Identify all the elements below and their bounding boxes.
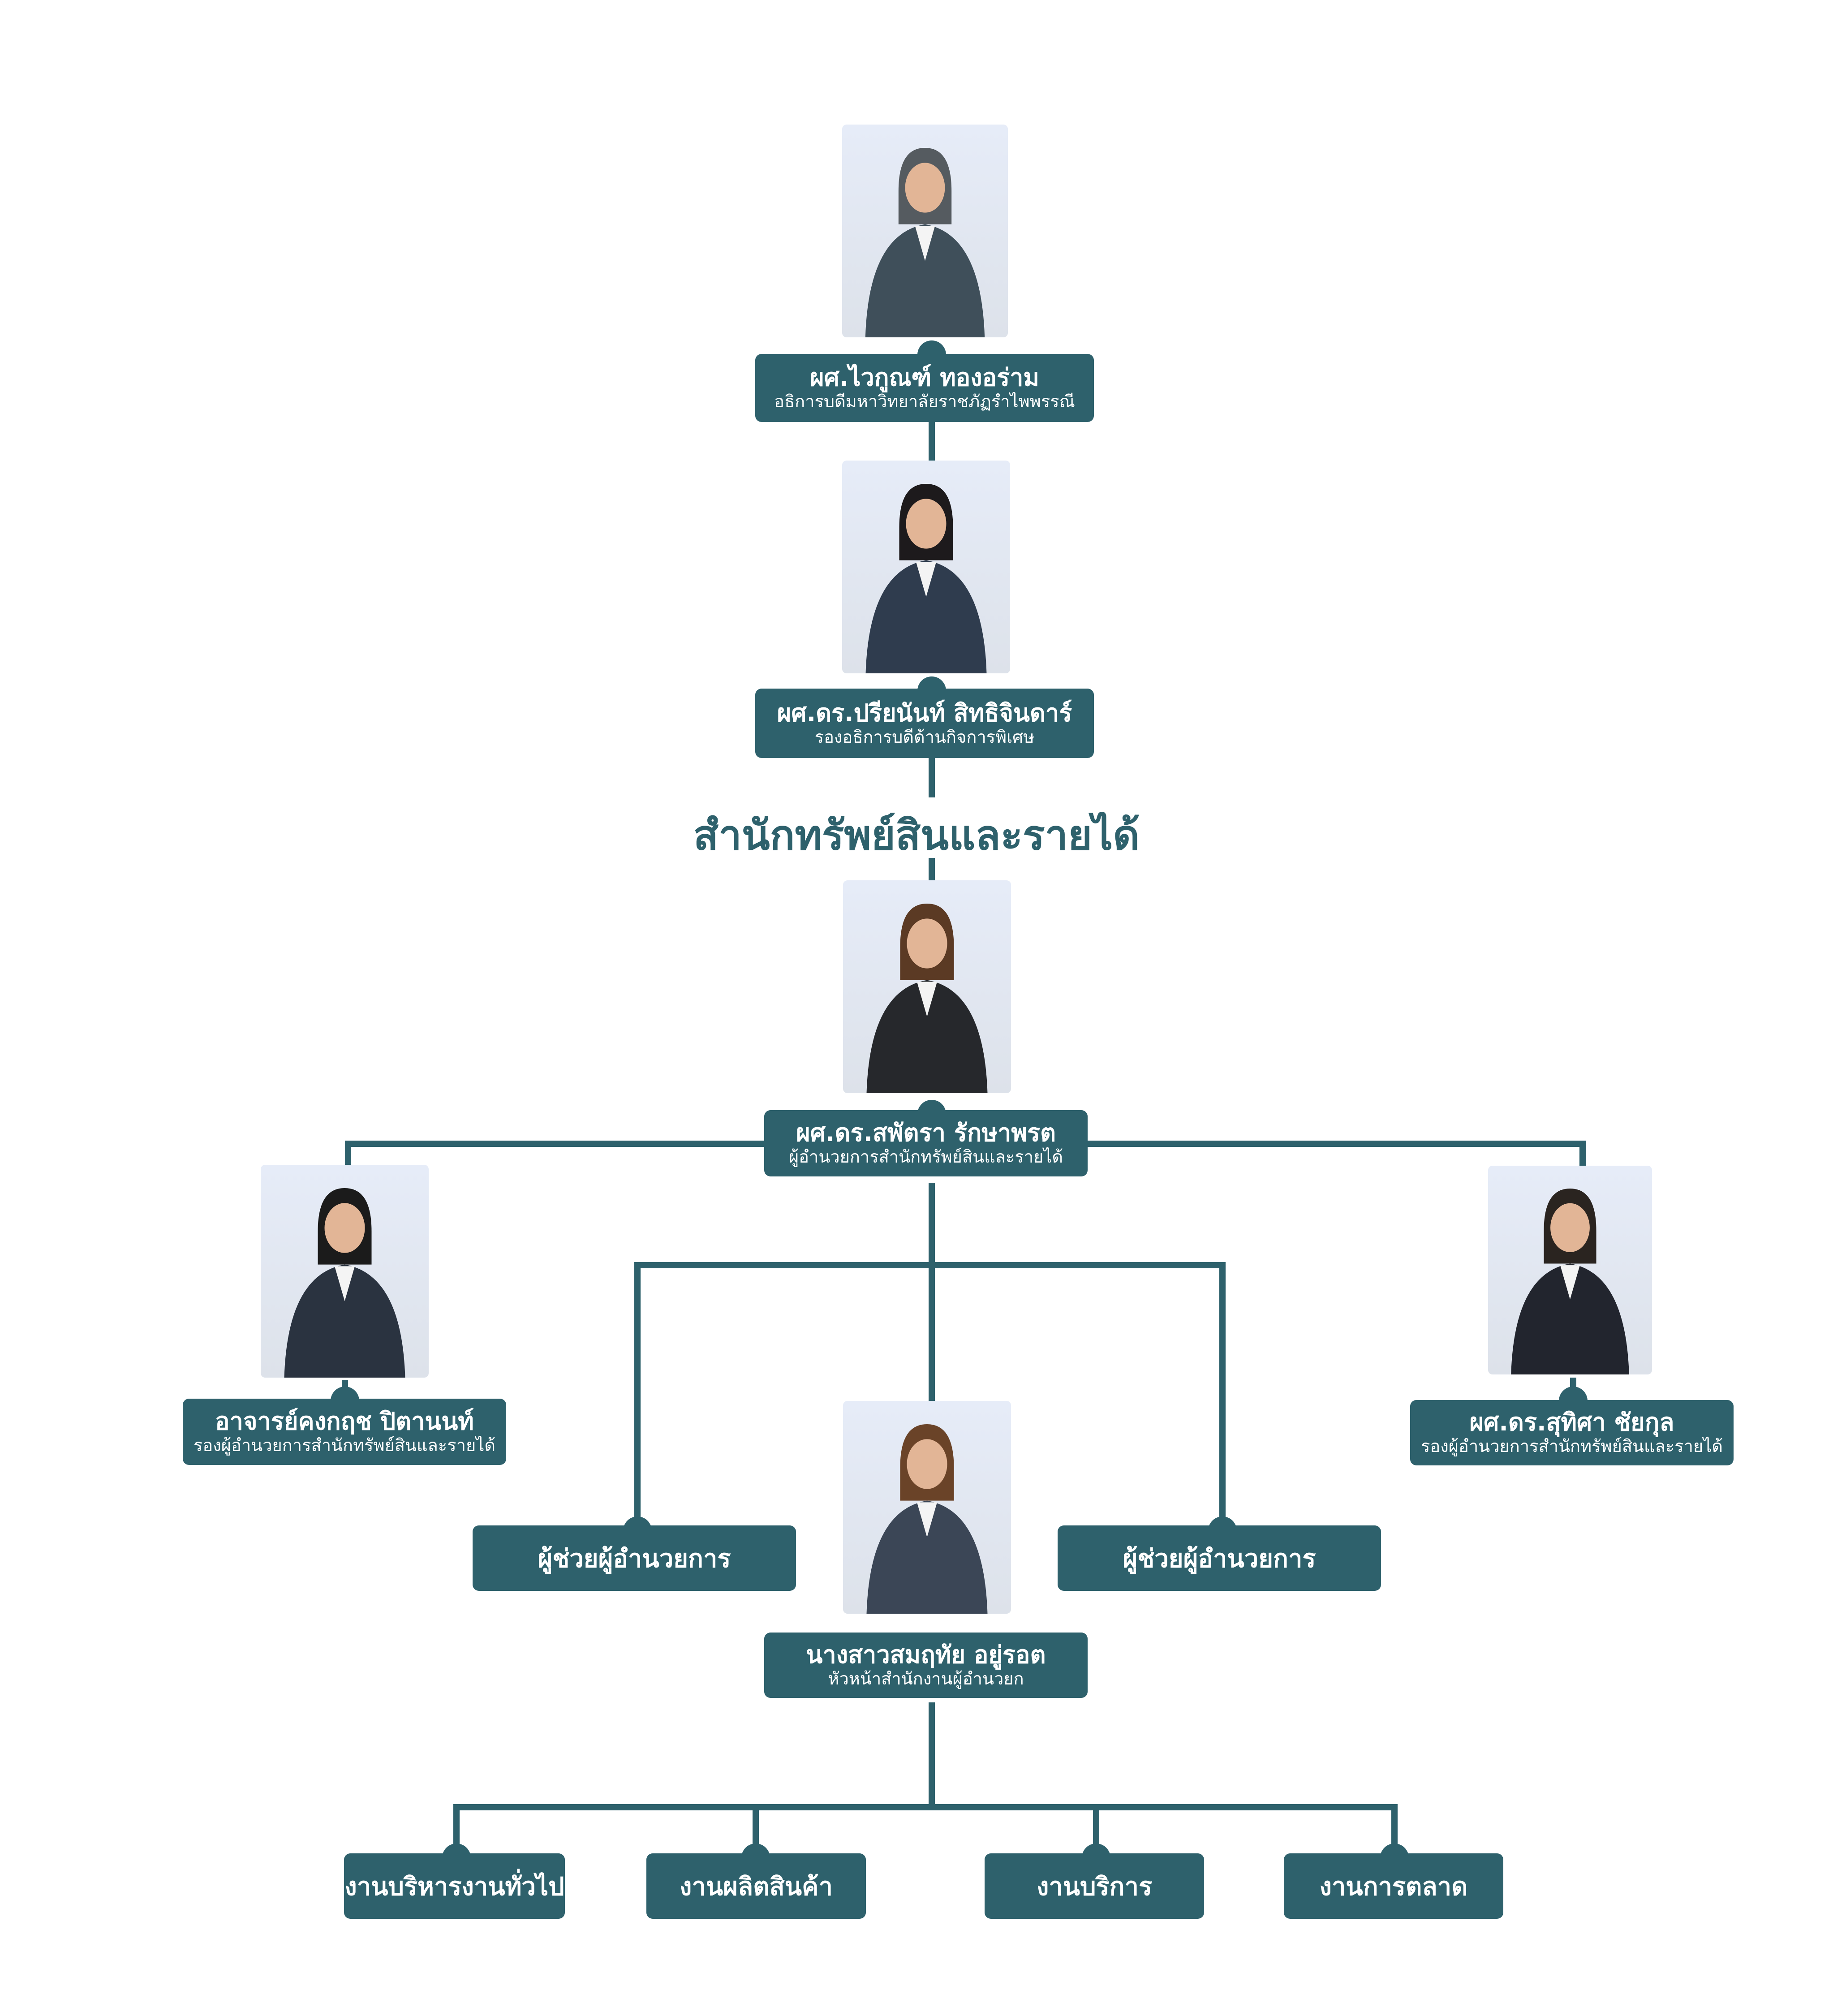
director-role: ผู้อำนวยการสำนักทรัพย์สินและรายได้ bbox=[788, 1147, 1063, 1167]
portrait-suit bbox=[866, 980, 988, 1093]
connector-director-down bbox=[929, 1183, 935, 1404]
portrait-face bbox=[906, 499, 947, 549]
photo-vice-president bbox=[842, 461, 1010, 673]
portrait-suit bbox=[1511, 1263, 1629, 1374]
deputy-left-role: รองผู้อำนวยการสำนักทรัพย์สินและรายได้ bbox=[194, 1435, 495, 1456]
node-president: ผศ.ไวกูณฑ์ ทองอร่าม อธิการบดีมหาวิทยาลัย… bbox=[755, 354, 1094, 422]
deputy-right-role: รองผู้อำนวยการสำนักทรัพย์สินและรายได้ bbox=[1421, 1436, 1723, 1456]
connector-to-unit-2 bbox=[753, 1804, 759, 1849]
assistant-left-label: ผู้ช่วยผู้อำนวยการ bbox=[538, 1544, 731, 1573]
connector-to-unit-3 bbox=[1093, 1804, 1099, 1849]
unit-service: งานบริการ bbox=[985, 1853, 1204, 1919]
unit-label: งานผลิตสินค้า bbox=[680, 1872, 833, 1901]
connector-vp-to-title bbox=[929, 757, 935, 797]
portrait-face bbox=[1550, 1203, 1590, 1252]
photo-director bbox=[843, 880, 1011, 1093]
unit-label: งานการตลาด bbox=[1319, 1872, 1468, 1901]
department-title: สำนักทรัพย์สินและรายได้ bbox=[693, 811, 1140, 859]
connector-to-deputy-left bbox=[345, 1141, 351, 1172]
portrait-face bbox=[905, 163, 945, 213]
unit-general-admin: งานบริหารงานทั่วไป bbox=[344, 1853, 565, 1919]
portrait-shirt bbox=[917, 1502, 937, 1538]
connector-to-unit-4 bbox=[1391, 1804, 1398, 1849]
photo-president bbox=[842, 125, 1008, 337]
portrait-suit bbox=[284, 1264, 405, 1378]
portrait-face bbox=[907, 1439, 947, 1489]
portrait-shirt bbox=[917, 982, 937, 1017]
node-deputy-left: อาจารย์คงกฤช ปิตานนท์ รองผู้อำนวยการสำนั… bbox=[183, 1399, 506, 1465]
connector-assistants-horizontal bbox=[634, 1262, 1226, 1268]
node-assistant-left: ผู้ช่วยผู้อำนวยการ bbox=[473, 1525, 796, 1591]
deputy-left-name: อาจารย์คงกฤช ปิตานนท์ bbox=[215, 1407, 474, 1436]
portrait-shirt bbox=[916, 562, 936, 597]
assistant-right-label: ผู้ช่วยผู้อำนวยการ bbox=[1123, 1544, 1316, 1573]
connector-to-assistant-right bbox=[1219, 1262, 1226, 1531]
node-vice-president: ผศ.ดร.ปรียนันท์ สิทธิจินดาร์ รองอธิการบด… bbox=[755, 689, 1094, 758]
connector-to-unit-1 bbox=[453, 1804, 460, 1849]
photo-deputy-left bbox=[261, 1165, 429, 1378]
connector-to-assistant-left bbox=[634, 1262, 641, 1531]
portrait-suit bbox=[865, 224, 985, 337]
president-role: อธิการบดีมหาวิทยาลัยราชภัฏรำไพพรรณี bbox=[774, 392, 1075, 412]
node-deputy-right: ผศ.ดร.สุทิศา ชัยกุล รองผู้อำนวยการสำนักท… bbox=[1410, 1400, 1734, 1465]
connector-office-head-down bbox=[929, 1702, 935, 1810]
unit-label: งานบริการ bbox=[1036, 1872, 1153, 1901]
president-name: ผศ.ไวกูณฑ์ ทองอร่าม bbox=[809, 363, 1040, 392]
portrait-suit bbox=[866, 1500, 988, 1614]
office-head-name: นางสาวสมฤทัย อยู่รอต bbox=[806, 1641, 1046, 1669]
office-head-role: หัวหน้าสำนักงานผู้อำนวยก bbox=[828, 1669, 1024, 1689]
node-assistant-right: ผู้ช่วยผู้อำนวยการ bbox=[1058, 1525, 1381, 1591]
vice-president-name: ผศ.ดร.ปรียนันท์ สิทธิจินดาร์ bbox=[777, 698, 1072, 727]
connector-president-to-vp bbox=[929, 421, 935, 464]
portrait-suit bbox=[865, 560, 987, 673]
connector-to-deputy-right bbox=[1579, 1141, 1586, 1172]
photo-office-head bbox=[843, 1401, 1011, 1614]
portrait-shirt bbox=[335, 1266, 355, 1301]
connector-units-horizontal bbox=[453, 1804, 1398, 1810]
connector-title-to-director bbox=[929, 858, 935, 885]
unit-label: งานบริหารงานทั่วไป bbox=[344, 1872, 564, 1901]
photo-deputy-right bbox=[1488, 1166, 1652, 1374]
portrait-shirt bbox=[1560, 1265, 1580, 1300]
deputy-right-name: ผศ.ดร.สุทิศา ชัยกุล bbox=[1469, 1408, 1674, 1437]
director-name: ผศ.ดร.สพัตรา รักษาพรต bbox=[796, 1119, 1056, 1147]
node-director: ผศ.ดร.สพัตรา รักษาพรต ผู้อำนวยการสำนักทร… bbox=[764, 1110, 1088, 1176]
unit-marketing: งานการตลาด bbox=[1284, 1853, 1503, 1919]
portrait-shirt bbox=[915, 226, 935, 261]
portrait-face bbox=[324, 1203, 365, 1253]
node-office-head: นางสาวสมฤทัย อยู่รอต หัวหน้าสำนักงานผู้อ… bbox=[764, 1633, 1088, 1698]
vice-president-role: รองอธิการบดีด้านกิจการพิเศษ bbox=[814, 727, 1035, 747]
portrait-face bbox=[907, 918, 947, 969]
unit-production: งานผลิตสินค้า bbox=[646, 1853, 866, 1919]
